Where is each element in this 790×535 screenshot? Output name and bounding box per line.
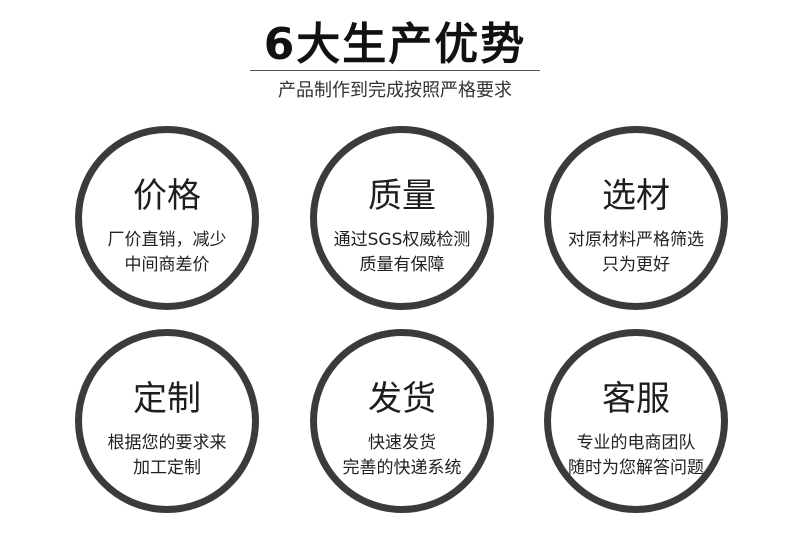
advantage-description-line: 只为更好 [602, 255, 670, 275]
advantage-heading: 定制 [133, 379, 201, 419]
title-divider [250, 70, 540, 71]
advantage-description-line: 快速发货 [368, 433, 436, 453]
advantage-heading: 选材 [602, 176, 670, 216]
advantage-description-line: 质量有保障 [359, 255, 445, 275]
advantage-description-line: 根据您的要求来 [107, 433, 227, 453]
advantage-description-line: 完善的快递系统 [342, 458, 462, 478]
advantage-description-line: 通过SGS权威检测 [333, 230, 471, 250]
advantage-description-line: 中间商差价 [124, 255, 210, 275]
advantage-description-line: 厂价直销，减少 [107, 230, 227, 250]
advantage-circle-quality: 质量 通过SGS权威检测 质量有保障 [310, 126, 494, 310]
page-title: 6大生产优势 [263, 19, 527, 70]
advantage-circle-shipping: 发货 快速发货 完善的快递系统 [310, 329, 494, 513]
advantage-description-line: 随时为您解答问题 [568, 458, 704, 478]
advantage-description-line: 加工定制 [133, 458, 201, 478]
advantage-heading: 客服 [602, 379, 670, 419]
advantage-circle-customization: 定制 根据您的要求来 加工定制 [75, 329, 259, 513]
advantage-circle-price: 价格 厂价直销，减少 中间商差价 [75, 126, 259, 310]
advantage-description-line: 专业的电商团队 [576, 433, 696, 453]
advantage-heading: 发货 [368, 379, 436, 419]
advantage-description-line: 对原材料严格筛选 [568, 230, 704, 250]
advantage-heading: 质量 [368, 176, 436, 216]
advantage-heading: 价格 [133, 176, 201, 216]
page-subtitle: 产品制作到完成按照严格要求 [278, 80, 512, 101]
advantage-circle-materials: 选材 对原材料严格筛选 只为更好 [544, 126, 728, 310]
advantage-circle-service: 客服 专业的电商团队 随时为您解答问题 [544, 329, 728, 513]
